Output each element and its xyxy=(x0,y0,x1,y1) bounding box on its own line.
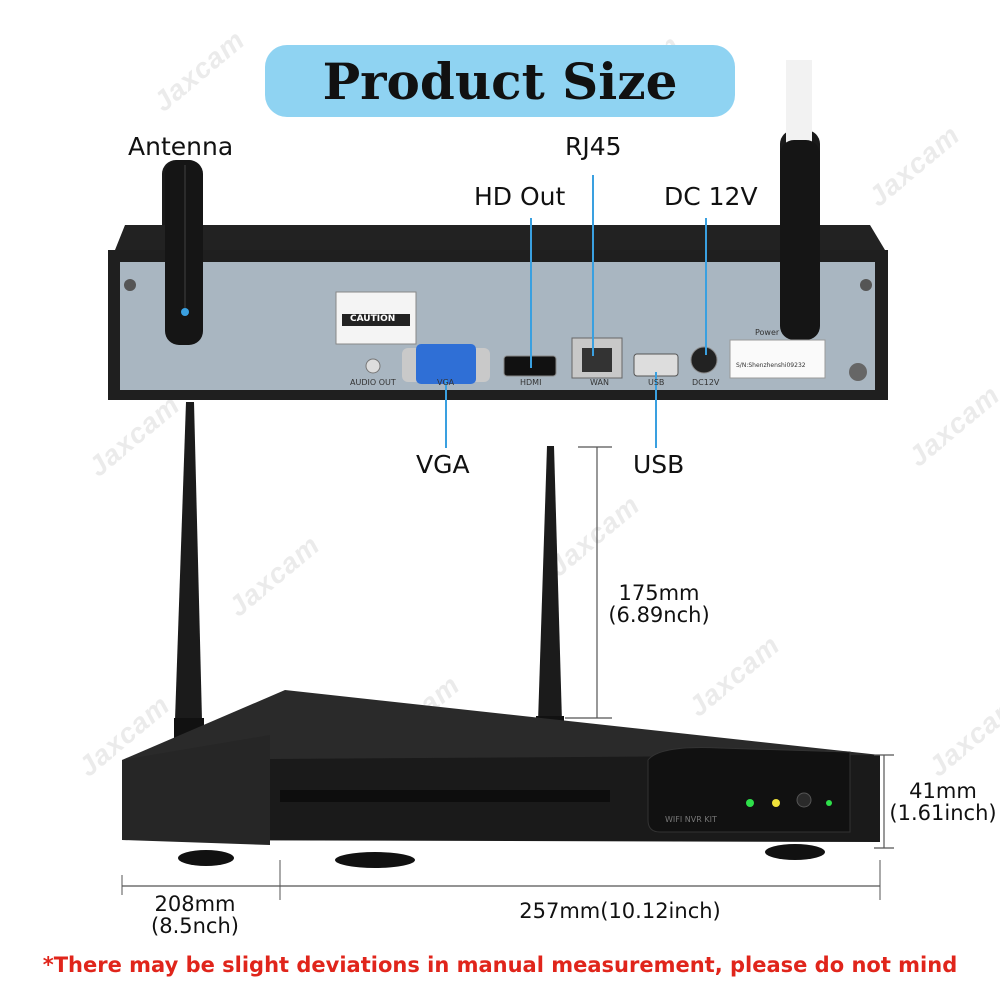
serial-sticker xyxy=(729,339,826,379)
led-hdd xyxy=(772,799,780,807)
power-text: Power xyxy=(755,328,780,337)
label-antenna: Antenna xyxy=(128,132,234,161)
measurement-note: *There may be slight deviations in manua… xyxy=(42,953,958,977)
antenna-right-tip xyxy=(786,60,812,150)
page-title: Product Size xyxy=(265,45,735,117)
front-bezel xyxy=(647,747,851,833)
dim-height-antenna-mm: 175mm xyxy=(618,581,700,605)
label-dc12v: DC 12V xyxy=(664,182,758,211)
nvr-top xyxy=(122,690,880,760)
dim-depth-mm: 208mm xyxy=(154,892,236,916)
audio-out-text: AUDIO OUT xyxy=(350,378,396,387)
dim-height-antenna-in: (6.89nch) xyxy=(608,603,710,627)
dim-body-height-in: (1.61inch) xyxy=(889,801,997,825)
dc-port xyxy=(690,346,718,374)
usb-port-text: USB xyxy=(648,378,665,387)
label-rj45: RJ45 xyxy=(565,132,622,161)
ground-screw xyxy=(849,363,867,381)
dim-width: 257mm(10.12inch) xyxy=(519,899,721,923)
vga-port-text: VGA xyxy=(437,378,455,387)
antenna-right xyxy=(538,446,562,722)
label-vga: VGA xyxy=(416,450,470,479)
dim-depth-in: (8.5nch) xyxy=(151,914,239,938)
label-hd-out: HD Out xyxy=(474,182,566,211)
dc-port-text: DC12V xyxy=(692,378,720,387)
front-panel-text: WIFI NVR KIT xyxy=(665,815,717,824)
dim-height-antenna: 175mm (6.89nch) xyxy=(600,582,718,626)
caution-text: CAUTION xyxy=(350,314,396,324)
wan-port-text: WAN xyxy=(590,378,609,387)
label-usb: USB xyxy=(633,450,685,479)
antenna-left xyxy=(175,402,202,720)
dim-depth: 208mm (8.5nch) xyxy=(140,893,250,937)
dim-body-height: 41mm (1.61inch) xyxy=(888,780,998,824)
audio-out-port xyxy=(365,358,381,374)
serial-text: S/N:Shenzhenshi09232 xyxy=(736,362,806,369)
dim-body-height-mm: 41mm xyxy=(909,779,977,803)
hdmi-port-text: HDMI xyxy=(520,378,542,387)
ir-window xyxy=(796,792,812,808)
led-power xyxy=(746,799,754,807)
led-net xyxy=(826,800,832,806)
chassis-top xyxy=(115,225,885,250)
